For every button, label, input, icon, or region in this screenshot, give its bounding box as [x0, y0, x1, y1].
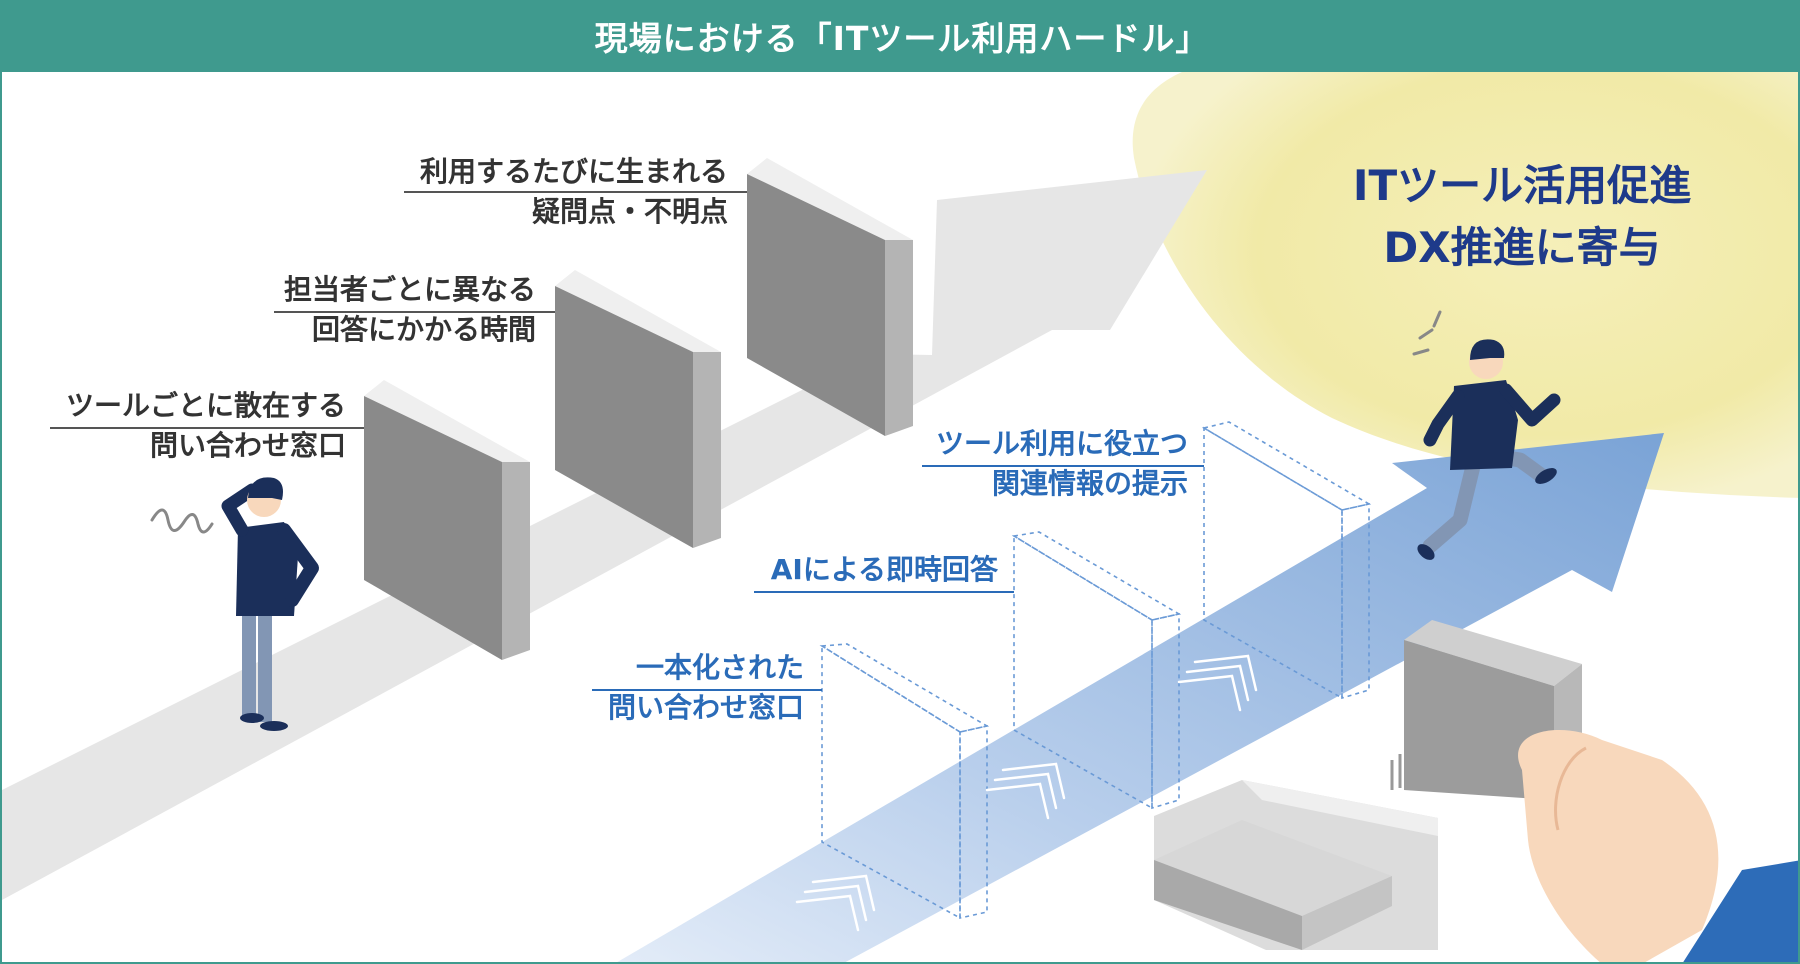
running-person	[1412, 310, 1561, 560]
goal-glow	[1132, 72, 1798, 498]
page-title: 現場における「ITツール利用ハードル」	[2, 0, 1798, 72]
hurdle-label-1: ツールごとに散在する 問い合わせ窓口	[66, 386, 346, 466]
solution-label-3: ツール利用に役立つ 関連情報の提示	[936, 424, 1188, 504]
hurdle-wall-1	[364, 380, 530, 660]
solution-label-3-line1: ツール利用に役立つ	[935, 427, 1188, 460]
hurdle-label-1-line1: ツールごとに散在する	[65, 389, 346, 422]
solution-label-1: 一本化された 問い合わせ窓口	[608, 648, 804, 728]
solution-label-2: AIによる即時回答	[771, 550, 998, 590]
blue-path-arrow	[617, 433, 1664, 962]
ghost-wall-1	[819, 643, 990, 920]
hurdle-label-1-line2: 問い合わせ窓口	[149, 429, 346, 462]
hurdle-label-3-line2: 疑問点・不明点	[531, 195, 728, 228]
hurdle-label-2-line1: 担当者ごとに異なる	[283, 273, 536, 306]
hurdle-wall-2	[555, 270, 721, 548]
chevron-marks	[795, 654, 1258, 932]
confused-person	[150, 477, 319, 731]
gray-path-arrow	[2, 170, 1207, 900]
goal-line-2: DX推進に寄与	[1383, 223, 1661, 272]
hand-lifting-block	[1404, 620, 1798, 962]
solution-label-3-line2: 関連情報の提示	[991, 467, 1188, 500]
removed-blocks	[1154, 750, 1438, 950]
goal-text: ITツール活用促進 DX推進に寄与	[1292, 155, 1752, 279]
solution-label-1-line1: 一本化された	[635, 651, 804, 684]
goal-line-1: ITツール活用促進	[1352, 161, 1692, 210]
hurdle-label-3: 利用するたびに生まれる 疑問点・不明点	[420, 152, 728, 232]
hurdle-wall-3	[747, 158, 913, 436]
hurdle-label-2: 担当者ごとに異なる 回答にかかる時間	[284, 270, 536, 350]
hurdle-label-3-line1: 利用するたびに生まれる	[419, 155, 728, 188]
solution-label-1-line2: 問い合わせ窓口	[607, 691, 804, 724]
ghost-wall-3	[1201, 421, 1372, 700]
confusion-squiggle-icon	[150, 508, 214, 534]
solution-label-2-line1: AIによる即時回答	[770, 553, 998, 586]
hurdle-label-2-line2: 回答にかかる時間	[311, 313, 536, 346]
ghost-wall-2	[1011, 531, 1182, 810]
